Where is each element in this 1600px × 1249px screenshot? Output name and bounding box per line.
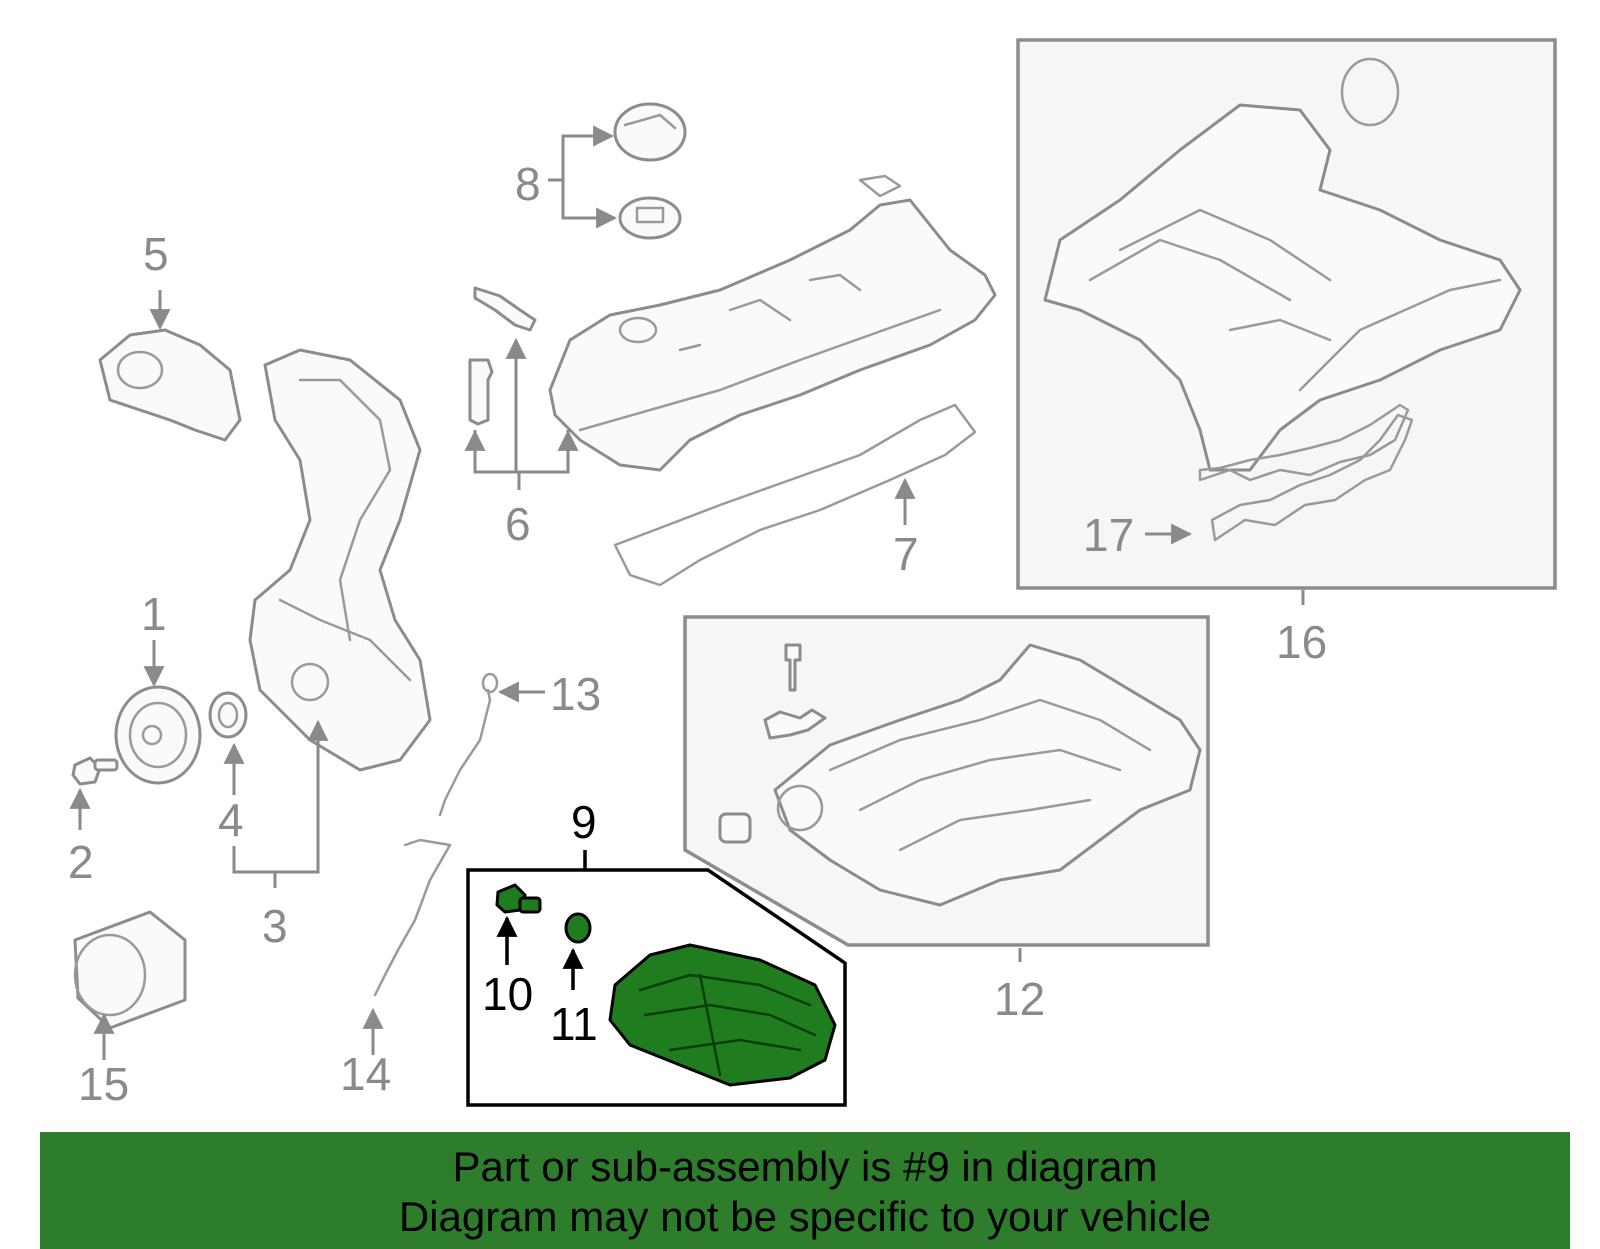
oil-filter: [73, 910, 187, 1030]
oil-filler-cap-detail: [623, 113, 677, 130]
drain-bolt: [495, 883, 542, 914]
water-pump: [98, 328, 242, 442]
callout-13: 13: [550, 668, 601, 720]
callout-15: 15: [78, 1058, 129, 1110]
intake-gasket: [1210, 413, 1414, 542]
crank-pulley-center: [141, 724, 163, 746]
oil-filler-seal: [618, 196, 682, 240]
dipstick: [438, 688, 492, 817]
dipstick-tube: [373, 838, 452, 997]
valve-cover-detail: [578, 273, 942, 432]
timing-cover-seal-bore: [290, 662, 330, 702]
info-banner: Part or sub-assembly is #9 in diagram Di…: [40, 1132, 1570, 1249]
leader-8-bracket: [548, 134, 612, 220]
callout-9: 9: [571, 796, 597, 848]
oil-pan-lower-group: 9 10 11: [466, 796, 847, 1107]
manifold-gasket: [1198, 403, 1410, 482]
oil-pan-bolt: [784, 643, 802, 692]
banner-line-1: Part or sub-assembly is #9 in diagram: [452, 1143, 1158, 1190]
timing-cover-detail: [278, 378, 412, 682]
valve-cover-bolt: [468, 358, 494, 426]
intake-manifold-group: 17 16: [1016, 38, 1557, 668]
crank-pulley: [114, 685, 202, 785]
valve-cover-gasket: [613, 403, 977, 587]
water-pump-group: 5: [98, 228, 242, 442]
callout-7: 7: [893, 528, 919, 580]
front-seal: [208, 691, 248, 739]
oil-filler-cap: [613, 102, 687, 162]
dipstick-handle: [481, 672, 499, 694]
crank-pulley-hub: [128, 701, 188, 769]
oil-pan-plug: [718, 812, 752, 844]
intake-manifold: [1043, 103, 1522, 472]
callout-11: 11: [550, 998, 598, 1050]
pcv-valve: [858, 174, 902, 198]
water-pump-pulley: [116, 350, 164, 390]
leader-6-bracket: [473, 430, 570, 474]
oil-pan-upper: [773, 643, 1202, 907]
callout-17: 17: [1083, 509, 1134, 561]
callout-2: 2: [68, 836, 94, 888]
oil-filler-seal-detail: [635, 206, 665, 224]
timing-cover: [248, 348, 432, 772]
drain-washer: [564, 912, 592, 944]
oil-pan-port: [776, 784, 824, 832]
callout-5: 5: [143, 228, 169, 280]
dipstick-group: 13 14: [340, 668, 601, 1100]
oil-pan-lower-detail: [638, 973, 817, 1077]
callout-3: 3: [262, 900, 288, 952]
valve-cover-stud: [473, 286, 537, 332]
crank-bolt: [71, 756, 102, 786]
callout-12: 12: [994, 973, 1045, 1025]
oil-filter-group: 15: [73, 910, 187, 1110]
leader-3-bracket: [232, 730, 320, 874]
callout-8: 8: [515, 158, 541, 210]
oil-pan-upper-group: 12: [683, 615, 1210, 1025]
callout-1: 1: [141, 588, 167, 640]
crank-group: 1 2 4: [68, 588, 248, 888]
banner-line-2: Diagram may not be specific to your vehi…: [398, 1193, 1212, 1240]
front-seal-inner: [217, 701, 239, 729]
throttle-gasket: [1340, 57, 1400, 127]
oil-pan-lower: [608, 943, 837, 1087]
callout-6: 6: [505, 498, 531, 550]
crank-bolt-shank: [93, 758, 119, 772]
callout-16: 16: [1276, 616, 1327, 668]
callout-14: 14: [340, 1048, 391, 1100]
valve-cover-group: 7 6 8: [464, 102, 997, 587]
callout-4: 4: [218, 794, 244, 846]
oil-pan-bracket: [763, 708, 827, 740]
callout-10: 10: [482, 968, 533, 1020]
oil-pan-detail: [828, 698, 1152, 852]
manifold-detail: [1088, 208, 1502, 392]
valve-cover: [548, 198, 997, 472]
timing-cover-group: 3: [232, 348, 432, 952]
